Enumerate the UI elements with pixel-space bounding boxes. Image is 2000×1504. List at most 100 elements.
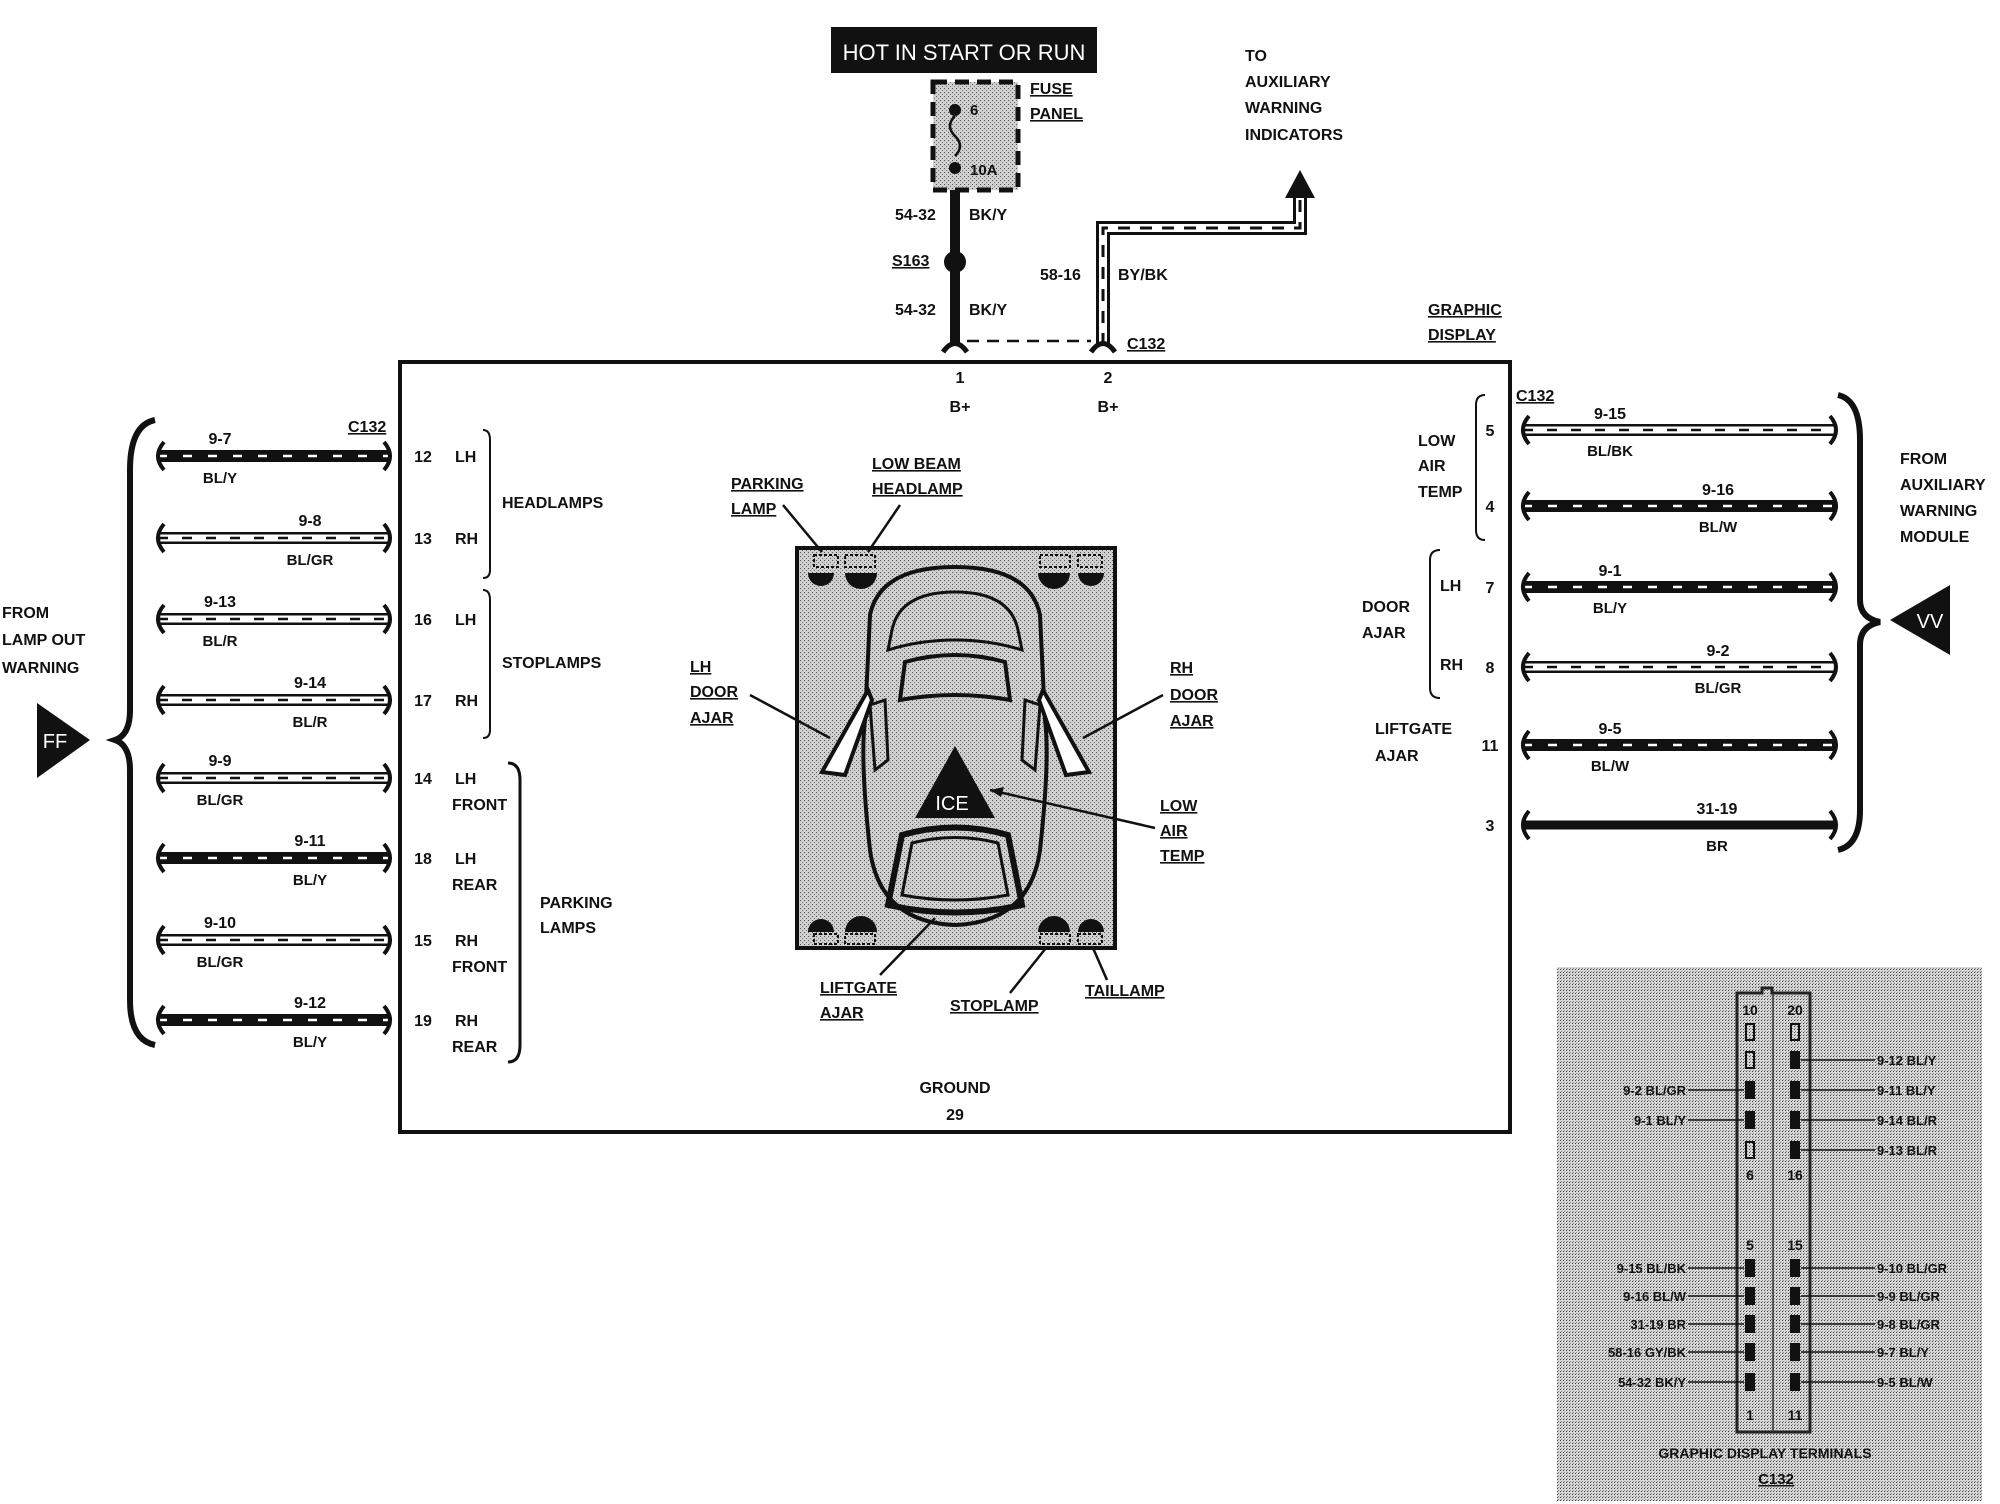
car-liftgate-icon <box>884 824 1026 916</box>
left-wire-color: BL/GR <box>197 792 244 809</box>
right-low-air-2: AIR <box>1418 458 1446 475</box>
terminal-label-right: 9-11 BL/Y <box>1877 1083 1936 1098</box>
liftgate-label-1: LIFTGATE <box>820 980 897 997</box>
connector-cap-pin2 <box>1088 341 1118 354</box>
left-wire-9-11 <box>156 842 392 874</box>
rear-left-lamps <box>808 916 877 945</box>
right-pin-number: 8 <box>1486 660 1495 677</box>
left-wire-circuit: 9-13 <box>204 594 236 611</box>
terminal-pin <box>1790 1023 1800 1041</box>
right-connector-c132: C132 <box>1516 388 1554 405</box>
terminal-label-right: 9-8 BL/GR <box>1877 1317 1940 1332</box>
terminal-pin <box>1790 1081 1800 1099</box>
term-pin-10: 10 <box>1742 1002 1758 1018</box>
left-pin-side: RH <box>455 933 478 950</box>
parking-lamps-label-2: LAMPS <box>540 920 596 937</box>
terminal-label-left: 9-15 BL/BK <box>1617 1261 1687 1276</box>
left-wire-9-14-cap-right <box>382 684 392 716</box>
left-pin-number: 19 <box>414 1013 432 1030</box>
terminal-pin <box>1745 1141 1755 1159</box>
graphic-display-label-2: DISPLAY <box>1428 327 1496 344</box>
left-wire-circuit: 9-7 <box>208 431 231 448</box>
left-wire-9-13 <box>156 603 392 635</box>
fuse-icon <box>948 115 962 157</box>
terminal-pin <box>1745 1315 1755 1333</box>
low-air-arrowhead-icon <box>990 787 1004 797</box>
right-door-ajar-1: DOOR <box>1362 599 1410 616</box>
left-wire-color: BL/R <box>203 633 238 650</box>
right-wire-color: BL/W <box>1699 519 1738 536</box>
ice-label: ICE <box>935 793 968 815</box>
right-door-ajar-2: AJAR <box>1362 625 1406 642</box>
pin2-number: 2 <box>1104 370 1113 387</box>
to-aux-label-4: INDICATORS <box>1245 127 1343 144</box>
wire-54-32-bot-color: BK/Y <box>969 302 1008 319</box>
left-wire-color: BL/Y <box>293 1034 327 1051</box>
splice-label: S163 <box>892 253 929 270</box>
from-aux-module-1: FROM <box>1900 451 1947 468</box>
vv-tag-icon <box>1890 585 1950 655</box>
right-low-air-3: TEMP <box>1418 484 1463 501</box>
from-aux-module-2: AUXILIARY <box>1900 477 1986 494</box>
stoplamps-label: STOPLAMPS <box>502 655 602 672</box>
ice-warning-icon <box>915 746 995 818</box>
front-left-lamps <box>808 554 877 589</box>
left-wire-9-11-cap-left <box>156 842 166 874</box>
stoplamp-label: STOPLAMP <box>950 998 1039 1015</box>
fuse-terminal-top <box>949 104 961 116</box>
left-wire-9-10-cap-left <box>156 924 166 956</box>
term-pin-6: 6 <box>1746 1167 1754 1183</box>
right-wire-9-16 <box>1521 490 1838 522</box>
terminal-label-left: 31-19 BR <box>1630 1317 1686 1332</box>
left-pin-side: LH <box>455 771 476 788</box>
center-low-air-3: TEMP <box>1160 848 1205 865</box>
left-pin-number: 14 <box>414 771 432 788</box>
left-wire-color: BL/R <box>293 714 328 731</box>
terminal-pin <box>1745 1343 1755 1361</box>
car-left-window-icon <box>868 697 890 773</box>
terminal-pins <box>1745 1023 1800 1391</box>
left-wire-9-8-cap-left <box>156 522 166 554</box>
right-wire-9-1-cap-left <box>1521 571 1531 603</box>
rear-right-lamps <box>1038 916 1104 945</box>
left-wire-color: BL/GR <box>287 552 334 569</box>
terminal-label-left: 58-16 GY/BK <box>1608 1345 1687 1360</box>
fuse-number: 6 <box>970 102 978 119</box>
right-wire-color: BL/BK <box>1587 443 1633 460</box>
right-pin-number: 3 <box>1486 818 1495 835</box>
left-wire-color: BL/GR <box>197 954 244 971</box>
left-wire-9-12 <box>156 1004 392 1036</box>
hot-in-start-or-run-box <box>831 27 1097 73</box>
splice-s163 <box>944 251 966 273</box>
wire-58-16-color: BY/BK <box>1118 267 1168 284</box>
left-pin-number: 15 <box>414 933 432 950</box>
fuse-panel-label-1: FUSE <box>1030 81 1073 98</box>
pin1-number: 1 <box>956 370 965 387</box>
low-beam-label-2: HEADLAMP <box>872 481 963 498</box>
term-pin-5: 5 <box>1746 1237 1754 1253</box>
from-lamp-out-2: LAMP OUT <box>2 632 85 649</box>
terminal-pin <box>1790 1141 1800 1159</box>
right-wire-circuit: 9-5 <box>1598 721 1621 738</box>
parking-lamp-label-2: LAMP <box>731 501 777 518</box>
left-wire-circuit: 9-8 <box>298 513 321 530</box>
lh-door-label-3: AJAR <box>690 710 734 727</box>
rh-door-label-1: RH <box>1170 660 1193 677</box>
right-wire-9-15 <box>1521 414 1838 446</box>
car-hood-icon <box>886 590 1024 653</box>
terminal-label-left: 9-2 BL/GR <box>1623 1083 1686 1098</box>
lh-door-label-1: LH <box>690 659 711 676</box>
left-wire-9-9-cap-left <box>156 762 166 794</box>
graphic-display-label-1: GRAPHIC <box>1428 302 1502 319</box>
terminals-title: GRAPHIC DISPLAY TERMINALS <box>1658 1445 1871 1461</box>
terminal-pin <box>1790 1315 1800 1333</box>
liftgate-leader <box>879 917 936 976</box>
right-wires: 9-15BL/BK59-16BL/W49-1BL/Y79-2BL/GR89-5B… <box>1482 406 1838 855</box>
terminal-pin <box>1745 1111 1755 1129</box>
center-low-air-2: AIR <box>1160 823 1188 840</box>
left-pin-side: LH <box>455 612 476 629</box>
door-ajar-brace <box>1429 549 1441 699</box>
car-windshield-icon <box>897 653 1013 703</box>
right-wire-31-19-cap-right <box>1828 809 1838 841</box>
lh-door-icon <box>818 685 875 778</box>
